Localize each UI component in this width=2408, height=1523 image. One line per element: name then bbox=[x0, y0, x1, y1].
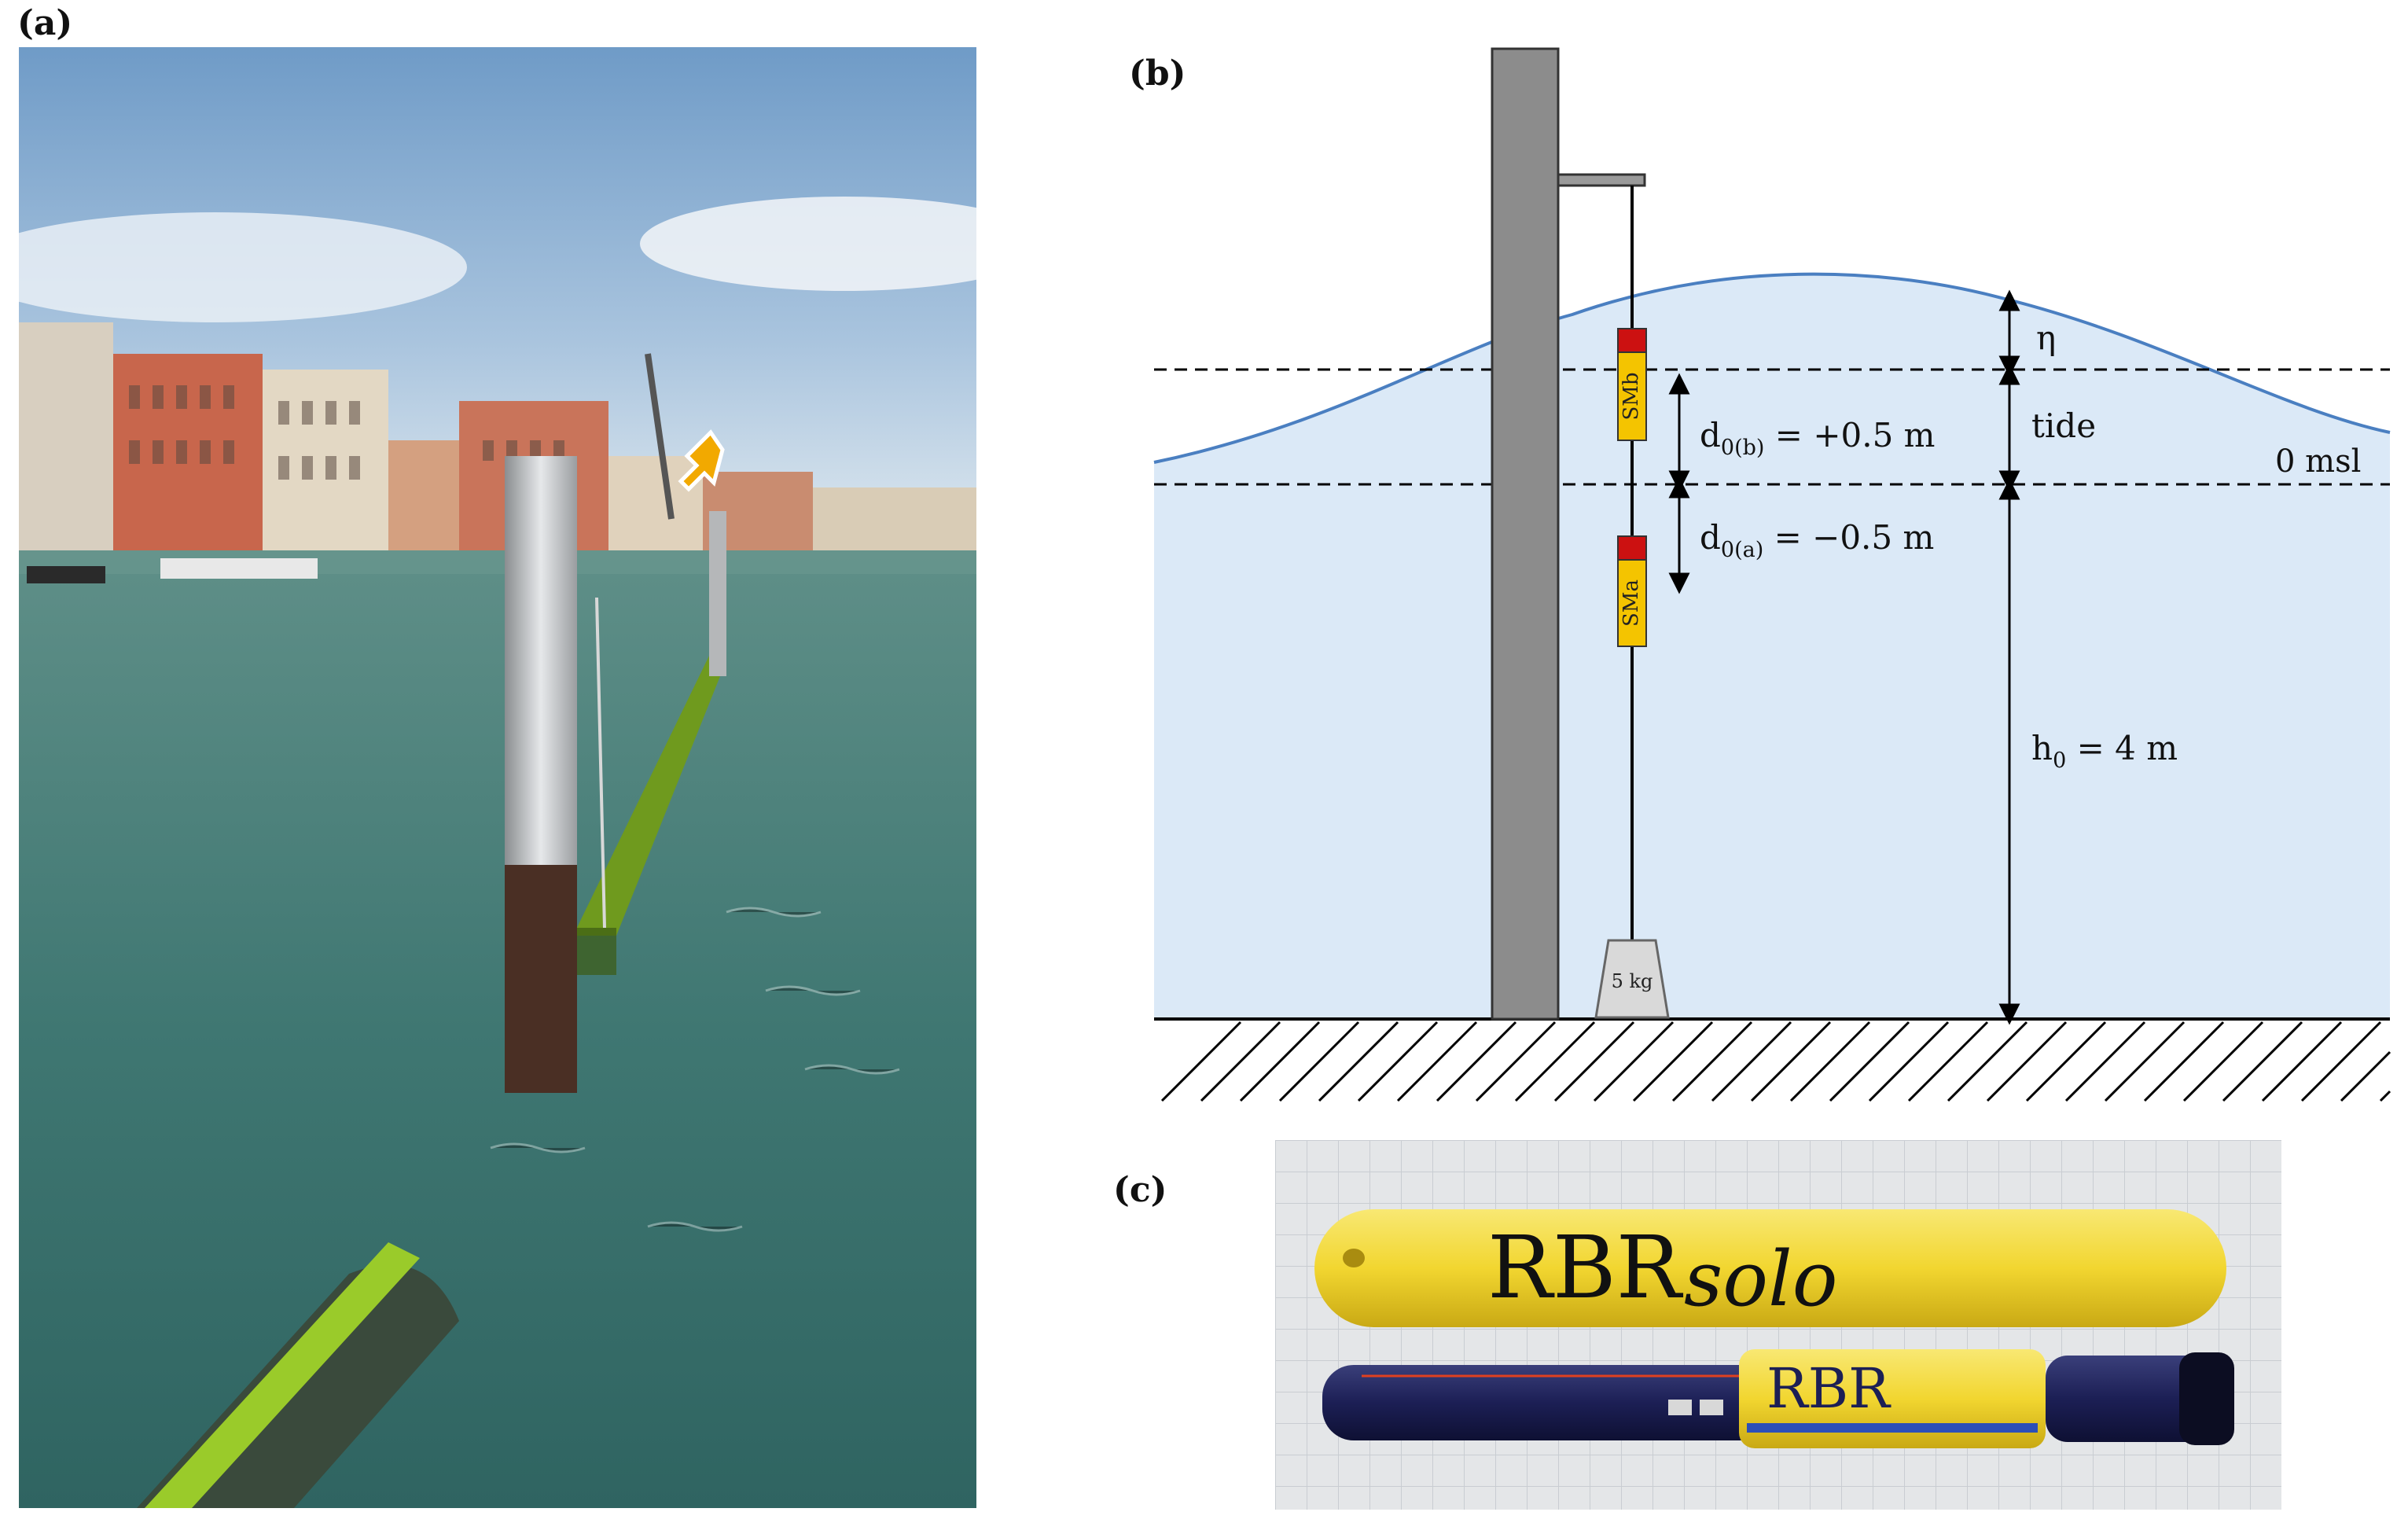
seabed-hatching bbox=[1160, 1021, 2391, 1102]
seabed-hatch-line bbox=[2379, 1090, 2391, 1102]
seabed-hatch-line bbox=[1553, 1021, 1635, 1102]
main-pole-base bbox=[505, 865, 577, 1093]
seabed-hatch-line bbox=[1829, 1021, 1910, 1102]
d0a-label: d0(a) = −0.5 m bbox=[1700, 518, 1934, 562]
msl-label: 0 msl bbox=[2275, 443, 2361, 480]
case-text-script: solo bbox=[1684, 1235, 1838, 1323]
seabed-hatch-line bbox=[1986, 1021, 2068, 1102]
panel-label-b: (b) bbox=[1129, 53, 1186, 94]
pole-arm bbox=[1557, 173, 1646, 187]
instrument-text: RBR bbox=[1766, 1356, 1891, 1421]
wave-surface-line bbox=[1153, 272, 2391, 464]
d0b-label: d0(b) = +0.5 m bbox=[1700, 416, 1935, 460]
sensor-smb: SMb bbox=[1617, 328, 1647, 441]
seabed-hatch-line bbox=[1907, 1021, 1989, 1102]
seabed-hatch-line bbox=[1514, 1021, 1596, 1102]
case-text-main: RBR bbox=[1487, 1217, 1684, 1318]
canal-water bbox=[19, 550, 976, 1508]
sensor-sma-label: SMa bbox=[1619, 579, 1643, 627]
sensor-sma: SMa bbox=[1617, 535, 1647, 647]
seabed-hatch-line bbox=[1200, 1021, 1281, 1102]
seabed-hatch-line bbox=[1750, 1021, 1832, 1102]
cloud bbox=[19, 212, 467, 322]
rbrsolo-instrument: RBR bbox=[1322, 1349, 2234, 1448]
pole bbox=[1491, 47, 1560, 1021]
seabed-hatch-line bbox=[2340, 1050, 2391, 1102]
photo-canal-illustration bbox=[19, 47, 976, 1508]
sensor-smb-label: SMb bbox=[1619, 372, 1643, 420]
anchor-weight bbox=[1594, 939, 1670, 1019]
sensor-rope bbox=[595, 597, 606, 929]
water-body bbox=[1154, 274, 2390, 1019]
photo-rbrsolo-instrument: RBR solo RBR bbox=[1275, 1140, 2281, 1510]
seabed-hatch-line bbox=[1868, 1021, 1950, 1102]
seabed-hatch-line bbox=[1436, 1021, 1517, 1102]
seabed-hatch-line bbox=[2143, 1021, 2225, 1102]
seabed-hatch-line bbox=[1318, 1021, 1399, 1102]
distant-pole bbox=[709, 511, 726, 676]
seabed-hatch-line bbox=[1396, 1021, 1478, 1102]
instrument-photo-illustration: RBR solo RBR bbox=[1275, 1140, 2281, 1510]
seabed-hatch-line bbox=[1711, 1021, 1792, 1102]
arrow-marker-icon bbox=[678, 429, 725, 492]
seabed-hatch-line bbox=[1357, 1021, 1439, 1102]
seabed-hatch-line bbox=[2182, 1021, 2264, 1102]
main-pole bbox=[505, 456, 577, 912]
seabed-hatch-line bbox=[1160, 1021, 1242, 1102]
seabed-hatch-line bbox=[1947, 1021, 2028, 1102]
boat bbox=[160, 558, 318, 579]
seabed-hatch-line bbox=[2261, 1021, 2343, 1102]
seabed-hatch-line bbox=[1239, 1021, 1321, 1102]
h0-label: h0 = 4 m bbox=[2031, 729, 2178, 773]
water-ripples bbox=[490, 907, 900, 1232]
tide-label: tide bbox=[2031, 407, 2096, 445]
panel-label-c: (c) bbox=[1113, 1170, 1167, 1210]
seabed-hatch-line bbox=[2025, 1021, 2107, 1102]
seabed-hatch-line bbox=[2222, 1021, 2303, 1102]
panel-label-a: (a) bbox=[17, 3, 73, 43]
rbrsolo-case: RBR solo bbox=[1314, 1209, 2226, 1327]
seabed-hatch-line bbox=[2064, 1021, 2146, 1102]
weight-label: 5 kg bbox=[1612, 970, 1653, 992]
floating-boom bbox=[573, 653, 726, 936]
foreground-boom bbox=[145, 1242, 420, 1508]
eta-label: η bbox=[2036, 318, 2056, 357]
seabed-hatch-line bbox=[1278, 1021, 1360, 1102]
seabed-hatch-line bbox=[1671, 1021, 1753, 1102]
boat bbox=[27, 566, 105, 583]
seabed-hatch-line bbox=[2104, 1021, 2186, 1102]
seabed-hatch-line bbox=[1593, 1021, 1675, 1102]
cloud bbox=[640, 197, 976, 291]
seabed-hatch-line bbox=[1789, 1021, 1871, 1102]
seabed-hatch-line bbox=[1632, 1021, 1714, 1102]
deployment-diagram: SMb SMa 5 kg d0(b) = +0.5 m d0(a) = −0.5… bbox=[1153, 47, 2391, 1102]
seabed-hatch-line bbox=[1475, 1021, 1557, 1102]
crane bbox=[645, 353, 675, 520]
photo-canal-site bbox=[19, 47, 976, 1508]
seabed-hatch-line bbox=[2300, 1021, 2382, 1102]
